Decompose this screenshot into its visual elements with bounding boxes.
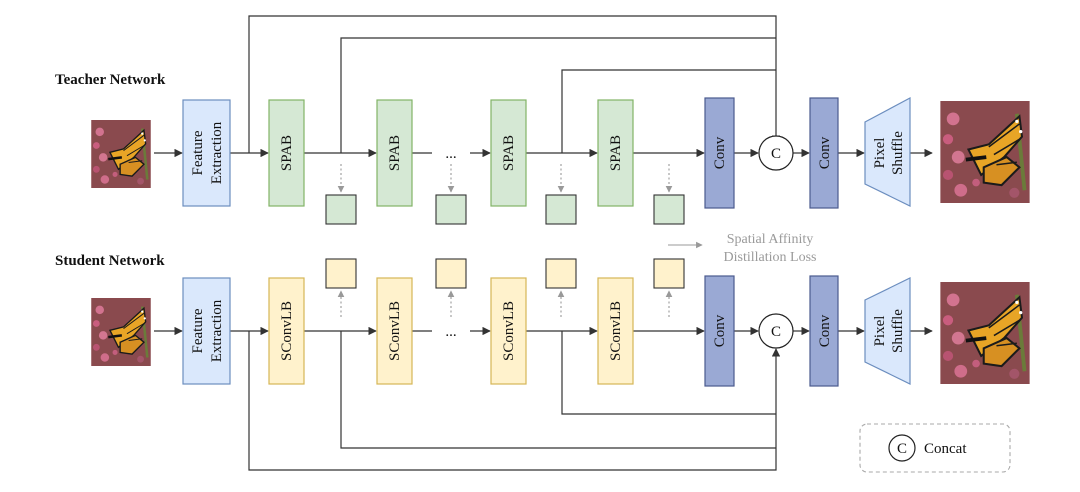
student-conv-1-label: Conv [712,314,728,347]
student-concat-node [758,313,794,349]
teacher-conv-2-box [809,97,839,209]
teacher-spab-label-3: SPAB [501,135,517,171]
student-pixel-shuffle-box [864,277,911,385]
concat-legend-label: Concat [924,441,967,457]
teacher-spab-label-2: SPAB [387,135,403,171]
teacher-spab-block-1 [268,99,305,207]
teacher-skip-wire-2 [340,37,776,153]
teacher-feature-extraction-line2: Extraction [209,121,225,184]
student-feature-map-4 [653,258,685,289]
student-skip-wire-2 [340,331,776,449]
teacher-conv-1-box [704,97,735,209]
teacher-feature-map-1 [325,194,357,225]
student-sconvlb-block-1 [268,277,305,385]
teacher-spab-label-4: SPAB [608,135,624,171]
teacher-network-title: Teacher Network [55,72,166,88]
student-input-image [89,298,153,366]
loss-legend-line2: Distillation Loss [724,250,817,265]
student-skip-wire-1 [248,331,781,471]
teacher-concat-node [758,135,794,171]
teacher-skip-wire-1 [248,15,781,153]
teacher-feature-map-2 [435,194,467,225]
student-sconvlb-label-4: SConvLB [608,301,624,361]
concat-legend-symbol: C [897,441,907,457]
student-pixel-shuffle-line2: Shuffle [890,309,906,353]
teacher-pixel-shuffle-line2: Shuffle [890,131,906,175]
teacher-feature-map-4 [653,194,685,225]
concat-legend-box [859,423,1011,473]
teacher-feature-extraction-line1: Feature [190,130,206,175]
teacher-conv-1-label: Conv [712,136,728,169]
student-conv-1-box [704,275,735,387]
student-conv-2-label: Conv [817,314,833,347]
teacher-feature-map-3 [545,194,577,225]
teacher-conv-2-label: Conv [817,136,833,169]
student-ellipsis: ... [445,324,456,340]
student-feature-extraction-line2: Extraction [209,299,225,362]
teacher-spab-block-2 [376,99,413,207]
student-sconvlb-block-3 [490,277,527,385]
student-feature-map-3 [545,258,577,289]
concat-legend-icon [888,434,916,462]
student-feature-extraction-box [182,277,231,385]
teacher-ellipsis: ... [445,146,456,162]
student-feature-map-1 [325,258,357,289]
teacher-concat-symbol: C [771,146,781,162]
student-sconvlb-block-4 [597,277,634,385]
student-output-image [940,282,1029,384]
student-sconvlb-label-2: SConvLB [387,301,403,361]
student-network-title: Student Network [55,253,165,269]
student-sconvlb-label-3: SConvLB [501,301,517,361]
teacher-spab-block-4 [597,99,634,207]
student-skip-wire-3 [561,331,776,415]
teacher-skip-wire-3 [561,69,776,153]
teacher-pixel-shuffle-line1: Pixel [872,138,888,169]
teacher-feature-extraction-box [182,99,231,207]
teacher-output-image [940,101,1029,203]
student-feature-map-2 [435,258,467,289]
student-feature-extraction-line1: Feature [190,308,206,353]
student-pixel-shuffle-line1: Pixel [872,316,888,347]
teacher-spab-block-3 [490,99,527,207]
student-sconvlb-block-2 [376,277,413,385]
teacher-input-image [89,120,153,188]
teacher-pixel-shuffle-box [864,97,911,207]
student-conv-2-box [809,275,839,387]
teacher-spab-label-1: SPAB [279,135,295,171]
student-sconvlb-label-1: SConvLB [279,301,295,361]
student-concat-symbol: C [771,324,781,340]
loss-legend-line1: Spatial Affinity [727,232,813,247]
